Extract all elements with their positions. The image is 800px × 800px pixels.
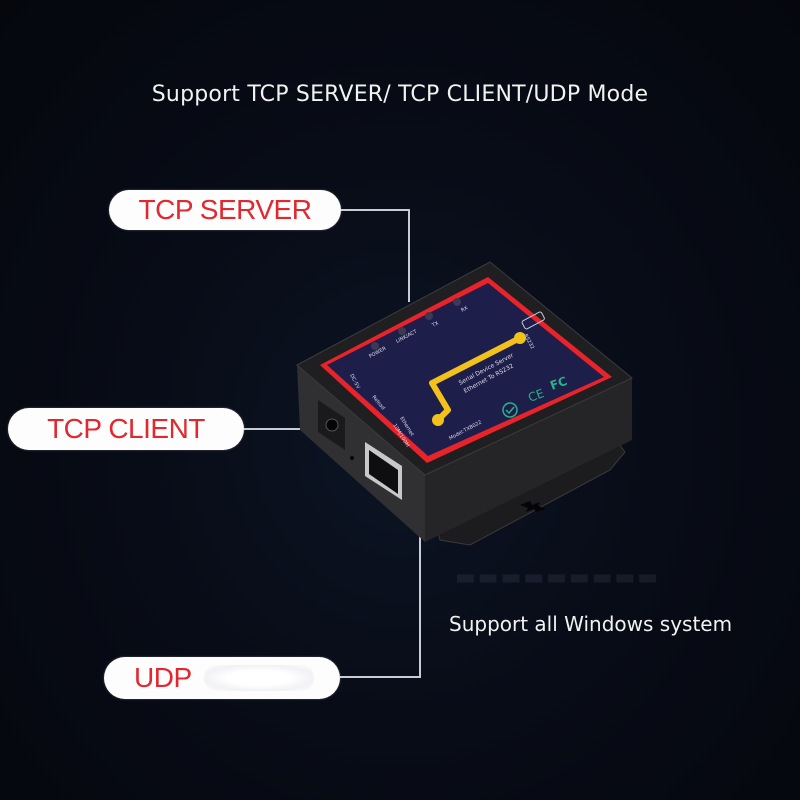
led-rx (453, 298, 461, 306)
headline: Support TCP SERVER/ TCP CLIENT/UDP Mode (151, 82, 649, 107)
device-side-right (425, 378, 632, 542)
rohs-icon (502, 402, 518, 418)
rs232-port-icon (521, 311, 545, 330)
ce-mark-icon: CE (526, 386, 546, 405)
mode-label-tcp-client: TCP CLIENT (47, 413, 205, 444)
dc-jack-icon (325, 418, 339, 432)
mode-label-udp: UDP (134, 662, 192, 693)
fcc-mark-icon: FC (548, 374, 569, 393)
reload-button (350, 456, 354, 460)
mode-pill-tcp-client: TCP CLIENT (8, 408, 244, 450)
mode-label-tcp-server: TCP SERVER (138, 194, 312, 225)
connector-udp (340, 535, 421, 678)
ethernet-port-icon (369, 450, 398, 494)
udp-erased-smudge (204, 665, 314, 691)
label-rx: RX (460, 305, 469, 314)
led-link (398, 327, 406, 335)
mounting-slot-icon (520, 501, 546, 512)
mode-pill-udp: UDP (104, 657, 340, 699)
circuit-trace (429, 335, 522, 423)
panel (327, 283, 604, 456)
trace-end-bottom (432, 414, 444, 426)
connector-tcp-server (341, 209, 410, 302)
led-power (371, 342, 379, 350)
faint-reflection-text: ▬▬▬▬▬▬▬▬▬ (455, 565, 661, 590)
led-tx (425, 312, 433, 320)
label-tx: TX (430, 320, 440, 329)
footer-text: Support all Windows system (449, 612, 733, 636)
trace-end-top (514, 332, 526, 344)
mode-pill-tcp-server: TCP SERVER (109, 190, 341, 230)
